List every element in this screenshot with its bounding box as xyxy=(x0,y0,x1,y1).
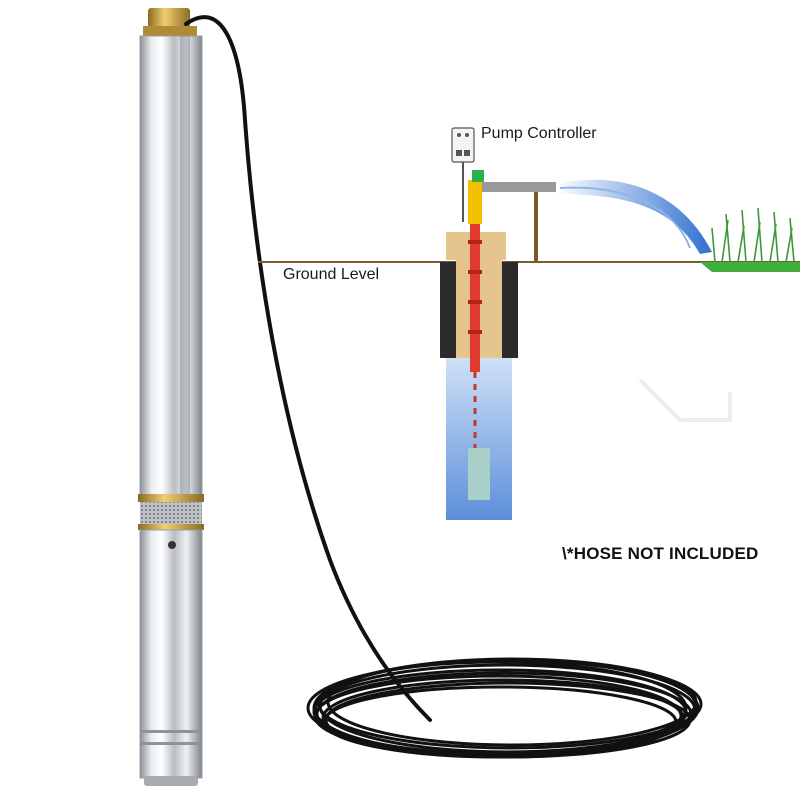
riser-pipe xyxy=(470,222,480,372)
motor-tube xyxy=(139,529,203,779)
ground-level-label: Ground Level xyxy=(283,266,380,283)
grass-bank xyxy=(700,262,800,272)
well-diagram xyxy=(258,127,800,520)
discharge-pipe xyxy=(482,182,556,192)
power-cable xyxy=(184,15,703,759)
grass-blades xyxy=(711,207,795,263)
brass-ring xyxy=(138,494,204,502)
brass-outlet xyxy=(148,8,190,28)
well-wall-left xyxy=(440,262,458,358)
well-wall-right xyxy=(500,262,518,358)
watermark-arrow xyxy=(638,378,732,422)
cable-coil xyxy=(306,657,703,759)
pump-controller-label: Pump Controller xyxy=(481,125,597,142)
upper-tube xyxy=(139,35,203,497)
intake-mesh xyxy=(140,502,202,526)
pipe-fitting xyxy=(468,180,482,224)
pump-in-well xyxy=(468,448,490,500)
hose-not-included-notice: \*HOSE NOT INCLUDED xyxy=(562,544,759,563)
pump-body xyxy=(138,8,204,786)
pump-controller-box xyxy=(451,127,475,163)
